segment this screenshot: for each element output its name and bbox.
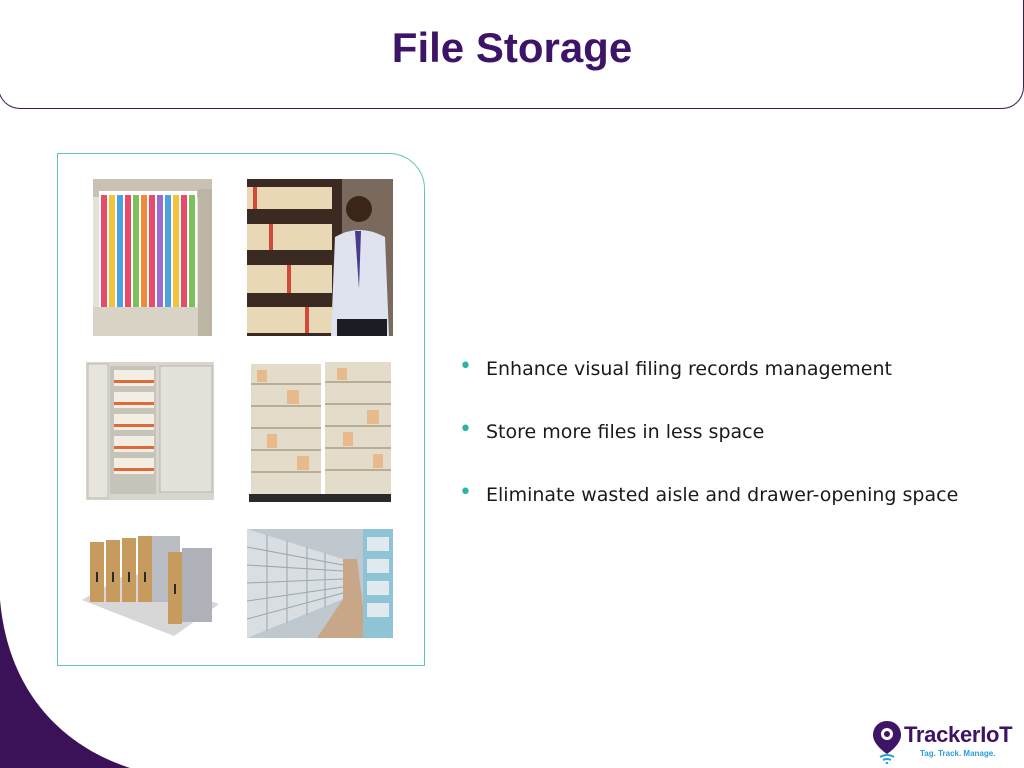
bullet-item: • Enhance visual filing records managemen… [456, 354, 958, 419]
location-pin-icon [873, 721, 901, 764]
slide-title: File Storage [391, 24, 633, 71]
photo-open-shelving [247, 360, 393, 504]
photo-mobile-shelving [82, 528, 219, 640]
photo-man-at-shelves [247, 179, 393, 336]
bullet-text: Enhance visual filing records management [486, 358, 892, 380]
header-frame [0, 0, 1024, 109]
photo-gallery [57, 153, 425, 666]
bullet-icon: • [459, 480, 472, 505]
bullet-item: • Eliminate wasted aisle and drawer-openi… [456, 480, 959, 545]
photo-archive-aisle [247, 529, 393, 638]
logo-tagline: Tag. Track. Manage. [920, 749, 996, 758]
photo-rotary-cabinet [84, 360, 217, 502]
bullet-item: • Store more files in less space [456, 417, 958, 482]
trackeriot-logo: TrackerIoT Tag. Track. Manage. [872, 718, 1022, 766]
bullet-list: • Enhance visual filing records managemen… [456, 354, 959, 545]
logo-name: TrackerIoT [904, 722, 1013, 747]
bullet-icon: • [459, 354, 472, 379]
bullet-text: Store more files in less space [486, 421, 765, 443]
bullet-icon: • [459, 417, 472, 442]
bullet-text: Eliminate wasted aisle and drawer-openin… [486, 484, 959, 506]
photo-open-drawer-files [93, 179, 212, 336]
corner-decoration [0, 600, 130, 768]
